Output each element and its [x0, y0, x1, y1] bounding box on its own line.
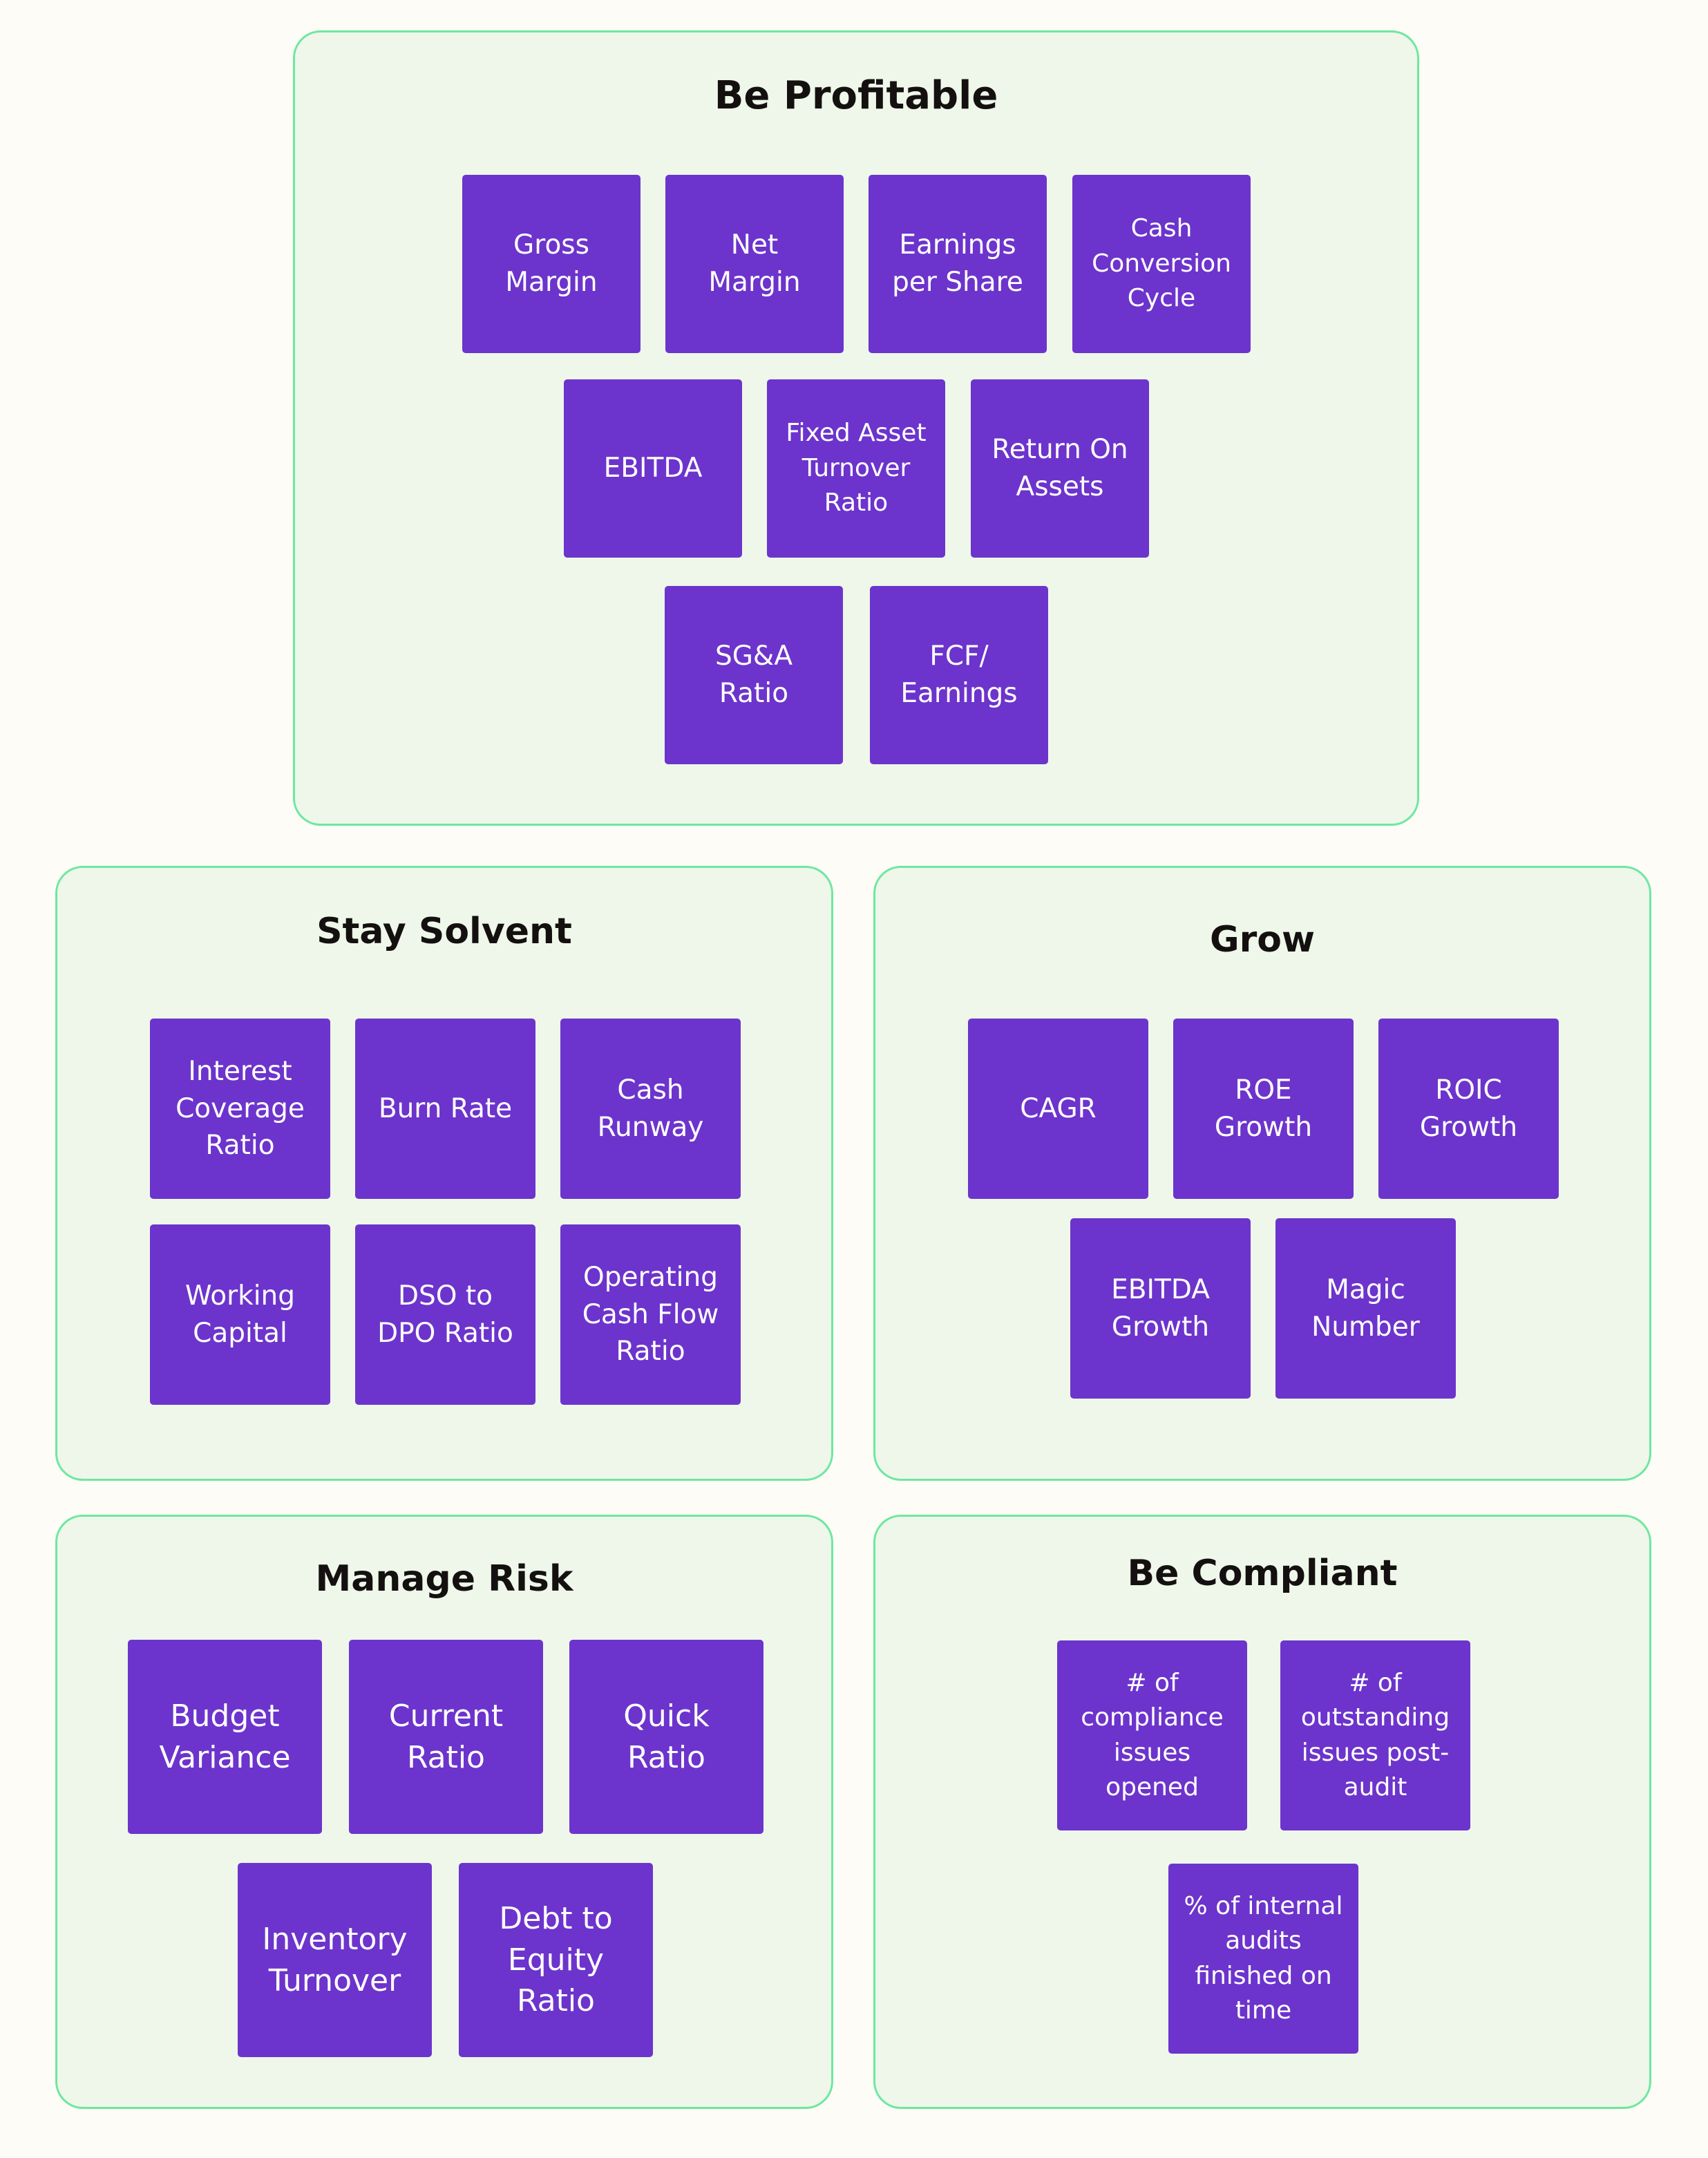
metric-tile-dso-to-dpo-ratio[interactable]: DSO to DPO Ratio	[355, 1224, 535, 1405]
metric-tile-internal-audits-finished-on-time[interactable]: % of internal audits finished on time	[1168, 1864, 1358, 2054]
metric-tile-debt-to-equity-ratio[interactable]: Debt to Equity Ratio	[459, 1863, 653, 2057]
metric-tile-ebitda[interactable]: EBITDA	[564, 379, 742, 558]
group-title: Be Compliant	[1127, 1553, 1398, 1594]
metric-tile-ebitda-growth[interactable]: EBITDA Growth	[1070, 1218, 1251, 1399]
metric-tile-outstanding-issues-post-audit[interactable]: # of outstanding issues post- audit	[1280, 1640, 1470, 1830]
group-title: Manage Risk	[315, 1558, 573, 1600]
metric-tile-roic-growth[interactable]: ROIC Growth	[1378, 1019, 1559, 1199]
metric-tile-burn-rate[interactable]: Burn Rate	[355, 1019, 535, 1199]
metric-tile-current-ratio[interactable]: Current Ratio	[349, 1640, 543, 1834]
metric-tile-quick-ratio[interactable]: Quick Ratio	[569, 1640, 763, 1834]
group-title: Be Profitable	[714, 73, 998, 118]
metric-tile-gross-margin[interactable]: Gross Margin	[462, 175, 640, 353]
metric-tile-cash-runway[interactable]: Cash Runway	[560, 1019, 741, 1199]
metric-tile-net-margin[interactable]: Net Margin	[665, 175, 844, 353]
metric-tile-cash-conversion-cycle[interactable]: Cash Conversion Cycle	[1072, 175, 1251, 353]
metric-tile-working-capital[interactable]: Working Capital	[150, 1224, 330, 1405]
metric-tile-operating-cash-flow-ratio[interactable]: Operating Cash Flow Ratio	[560, 1224, 741, 1405]
metric-tile-return-on-assets[interactable]: Return On Assets	[971, 379, 1149, 558]
metric-tile-roe-growth[interactable]: ROE Growth	[1173, 1019, 1354, 1199]
metric-tile-sga-ratio[interactable]: SG&A Ratio	[665, 586, 843, 764]
metric-tile-earnings-per-share[interactable]: Earnings per Share	[869, 175, 1047, 353]
group-title: Stay Solvent	[316, 911, 572, 952]
metric-tile-fcf-earnings[interactable]: FCF/ Earnings	[870, 586, 1048, 764]
metric-tile-budget-variance[interactable]: Budget Variance	[128, 1640, 322, 1834]
metric-tile-cagr[interactable]: CAGR	[968, 1019, 1148, 1199]
metric-tile-compliance-issues-opened[interactable]: # of compliance issues opened	[1057, 1640, 1247, 1830]
metric-tile-inventory-turnover[interactable]: Inventory Turnover	[238, 1863, 432, 2057]
metric-tile-interest-coverage-ratio[interactable]: Interest Coverage Ratio	[150, 1019, 330, 1199]
metric-tile-fixed-asset-turnover-ratio[interactable]: Fixed Asset Turnover Ratio	[767, 379, 945, 558]
metric-tile-magic-number[interactable]: Magic Number	[1275, 1218, 1456, 1399]
group-title: Grow	[1209, 919, 1316, 960]
